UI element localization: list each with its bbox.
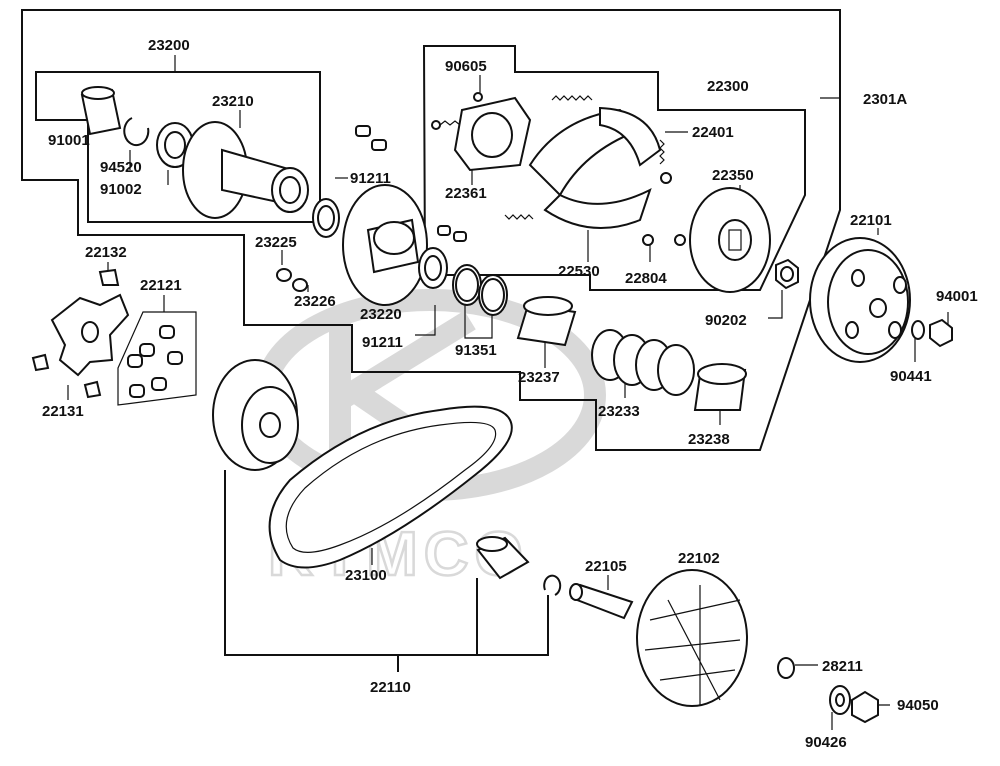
label-22300: 22300 <box>707 78 749 95</box>
label-22102: 22102 <box>678 550 720 567</box>
label-22132: 22132 <box>85 244 127 261</box>
part-spring-lower <box>504 214 534 220</box>
label-22131: 22131 <box>42 403 84 420</box>
part-23237-collar <box>516 296 577 347</box>
label-23100: 23100 <box>345 567 387 584</box>
part-91001-bushing <box>80 86 122 136</box>
label-94520: 94520 <box>100 159 142 176</box>
part-23225-pin <box>276 268 292 282</box>
part-94520-clip <box>123 117 150 147</box>
part-labels: 23200 23210 91001 94520 91002 90605 2230… <box>42 37 978 751</box>
part-91211-seal-b <box>418 247 448 289</box>
label-91351: 91351 <box>455 342 497 359</box>
assembly-outline-2301A <box>21 9 841 451</box>
group-outlines <box>21 9 841 451</box>
label-23226: 23226 <box>294 293 336 310</box>
label-90202: 90202 <box>705 312 747 329</box>
part-23220-driven-face <box>342 184 428 306</box>
label-23238: 23238 <box>688 431 730 448</box>
part-small-clips <box>31 353 102 399</box>
label-22530: 22530 <box>558 263 600 280</box>
part-23100-drive-belt <box>268 405 513 569</box>
part-22530-clutch-shoes <box>528 106 662 229</box>
part-22121-rollers <box>117 311 197 406</box>
part-90202-nut <box>775 258 799 290</box>
label-90441: 90441 <box>890 368 932 385</box>
label-2301A: 2301A <box>863 91 907 108</box>
part-collar-bushing <box>476 536 530 580</box>
part-22131-ramp-plate <box>50 293 130 377</box>
part-23100-drive-sheave <box>212 359 299 471</box>
part-pins-pair <box>437 225 467 242</box>
part-22101-clutch-outer <box>809 237 911 363</box>
label-22361: 22361 <box>445 185 487 202</box>
part-28211-washer <box>777 657 795 679</box>
assembly-outline-23200 <box>35 71 321 223</box>
part-22105-collar <box>569 583 634 620</box>
label-22110: 22110 <box>370 679 411 696</box>
part-22361-plate <box>453 96 532 172</box>
label-94050: 94050 <box>897 697 939 714</box>
label-28211: 28211 <box>822 658 863 675</box>
part-94050-nut <box>851 690 879 724</box>
label-90605: 90605 <box>445 58 487 75</box>
label-22350: 22350 <box>712 167 754 184</box>
part-22804-pins <box>642 234 686 246</box>
label-91211-upper: 91211 <box>350 170 391 187</box>
label-22101: 22101 <box>850 212 892 229</box>
part-22102-movable-drive-face <box>636 569 748 707</box>
part-23226-pin <box>292 278 308 292</box>
part-pin-small <box>355 125 387 151</box>
part-22132-slider <box>98 268 120 286</box>
part-22401-spring <box>659 139 672 184</box>
part-91211-seal-a <box>312 198 340 238</box>
assembly-outline-22300 <box>422 45 806 291</box>
part-clutch-spring-top <box>551 95 593 101</box>
label-23200: 23200 <box>148 37 190 54</box>
part-23233-torque-spring <box>591 329 695 396</box>
part-23210-sliding-sheave <box>182 121 309 219</box>
label-22121: 22121 <box>140 277 182 294</box>
label-23210: 23210 <box>212 93 254 110</box>
label-23225: 23225 <box>255 234 297 251</box>
label-23233: 23233 <box>598 403 640 420</box>
part-22350-clutch-plate <box>689 187 771 293</box>
part-94001-nut <box>929 318 953 348</box>
label-91211-lower: 91211 <box>362 334 403 351</box>
part-90426-washer <box>829 685 851 715</box>
label-23220: 23220 <box>360 306 402 323</box>
label-23237: 23237 <box>518 369 560 386</box>
part-91351-o-rings <box>452 264 508 316</box>
part-circlip <box>543 574 562 596</box>
label-91001: 91001 <box>48 132 90 149</box>
label-22804: 22804 <box>625 270 667 287</box>
label-22105: 22105 <box>585 558 627 575</box>
label-90426: 90426 <box>805 734 847 751</box>
part-23238-spring-seat <box>693 363 747 411</box>
label-94001: 94001 <box>936 288 978 305</box>
part-90441-washer <box>911 320 925 340</box>
label-22401: 22401 <box>692 124 734 141</box>
label-91002: 91002 <box>100 181 142 198</box>
